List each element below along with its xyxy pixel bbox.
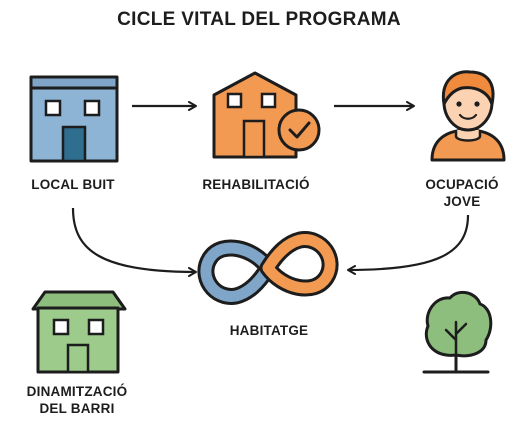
infinity-loop-icon (197, 231, 339, 305)
tree-icon (422, 290, 493, 374)
diagram-title: CICLE VITAL DEL PROGRAMA (117, 9, 401, 30)
label-rehabilitacio: REHABILITACIÓ (202, 177, 310, 192)
house-green-icon (31, 290, 127, 374)
label-dinamitzacio-barri: DINAMITZACIÓ DEL BARRI (4, 383, 150, 417)
building-icon (27, 73, 119, 163)
person-icon (430, 70, 506, 162)
label-ocupacio-line1: OCUPACIÓ (425, 177, 499, 192)
arrow-local-to-habitatge (71, 207, 197, 277)
label-dinamitzacio-line2: DEL BARRI (39, 401, 115, 416)
label-habitatge: HABITATGE (229, 323, 309, 338)
label-dinamitzacio-line1: DINAMITZACIÓ (26, 384, 128, 399)
label-ocupacio-jove: OCUPACIÓ JOVE (412, 176, 512, 210)
label-local-buit: LOCAL BUIT (31, 177, 115, 192)
label-ocupacio-line2: JOVE (443, 194, 481, 209)
house-check-icon (212, 71, 321, 159)
arrow-ocupacio-to-habitatge (347, 214, 470, 275)
